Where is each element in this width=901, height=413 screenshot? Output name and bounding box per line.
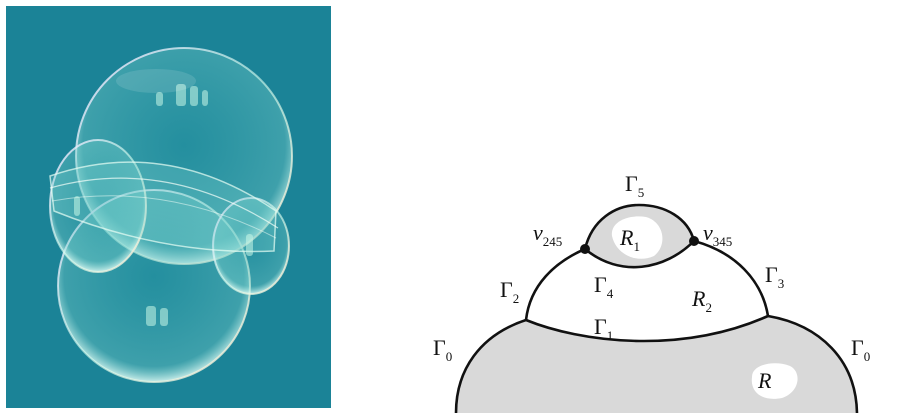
label-gamma-3: Γ3 xyxy=(765,262,784,291)
vertex-v345 xyxy=(689,236,699,246)
curve-gamma-1 xyxy=(524,314,770,343)
label-gamma-4: Γ4 xyxy=(594,272,614,301)
region-r2 xyxy=(526,241,768,341)
label-gamma-0-left: Γ0 xyxy=(433,335,452,364)
curve-gamma-4 xyxy=(583,239,696,269)
region-r-hole xyxy=(751,363,798,399)
left-bubble xyxy=(49,139,147,273)
label-gamma-2: Γ2 xyxy=(500,277,519,306)
label-r2: R2 xyxy=(691,286,712,315)
curve-gamma-0-right xyxy=(766,314,859,413)
region-r1-hole xyxy=(611,216,663,259)
label-gamma-0-right: Γ0 xyxy=(851,335,870,364)
vertex-v245 xyxy=(580,244,590,254)
curve-gamma-5 xyxy=(583,203,696,251)
film-edge xyxy=(49,177,279,229)
bubble-cluster-photo xyxy=(6,6,331,408)
bubble-cluster-diagram: Γ5 v245 v345 R1 Γ2 Γ4 Γ3 R2 Γ1 Γ0 Γ0 R xyxy=(433,171,870,413)
label-gamma-5: Γ5 xyxy=(625,171,644,200)
window-reflections xyxy=(74,84,253,326)
curve-gamma-2 xyxy=(524,247,587,322)
label-r1: R1 xyxy=(619,225,640,254)
film-edge xyxy=(51,195,277,239)
label-r: R xyxy=(757,368,772,393)
curve-gamma-3 xyxy=(692,239,770,318)
highlight xyxy=(116,69,196,93)
label-gamma-1: Γ1 xyxy=(594,314,613,343)
label-v345: v345 xyxy=(703,220,732,249)
central-film xyxy=(49,161,277,253)
curve-gamma-0-left xyxy=(454,318,528,413)
label-v245: v245 xyxy=(533,220,562,249)
